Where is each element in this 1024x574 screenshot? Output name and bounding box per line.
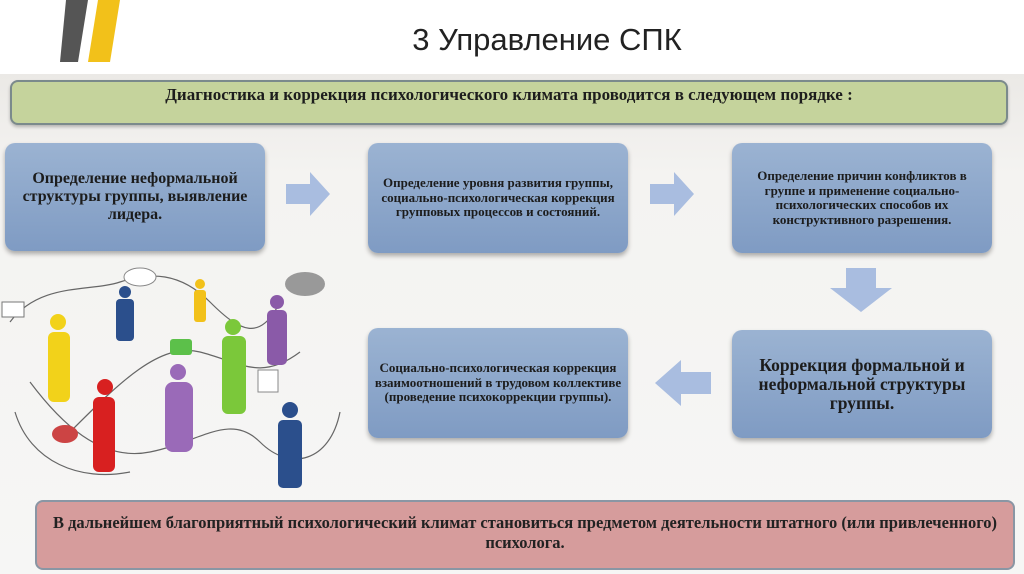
slide-title: 3 Управление СПК [412, 22, 682, 57]
step-1-box: Определение неформальной структуры групп… [5, 143, 265, 251]
logo-icon [60, 0, 120, 62]
arrow-down-icon [830, 268, 892, 312]
arrow-right-icon [286, 172, 330, 216]
arrow-left-icon [655, 360, 711, 406]
people-communication-illustration [1, 267, 341, 488]
step-4-box: Коррекция формальной и неформальной стру… [732, 330, 992, 438]
arrow-right-icon [650, 172, 694, 216]
step-3-box: Определение причин конфликтов в группе и… [732, 143, 992, 253]
step-2-box: Определение уровня развития группы, соци… [368, 143, 628, 253]
step-5-box: Социально-психологическая коррекция взаи… [368, 328, 628, 438]
person-yellow [48, 314, 70, 402]
intro-banner: Диагностика и коррекция психологического… [10, 80, 1008, 125]
conclusion-box: В дальнейшем благоприятный психологическ… [35, 500, 1015, 570]
